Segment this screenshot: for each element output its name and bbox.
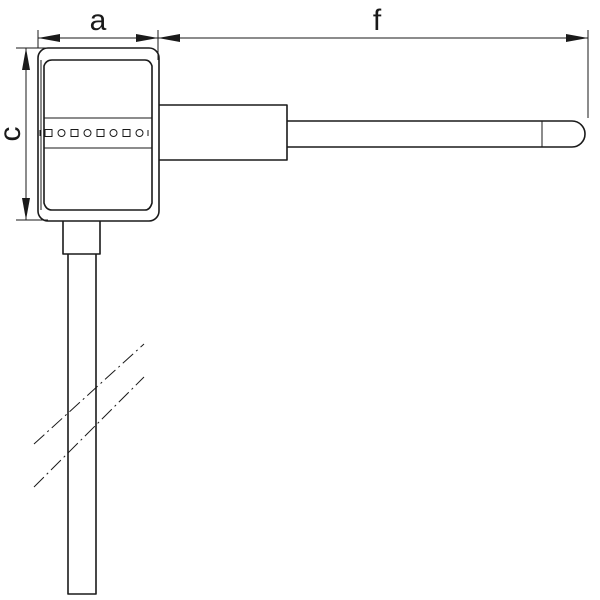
break-line-lower	[33, 376, 145, 488]
probe-rod	[287, 120, 586, 148]
housing-inner-contour	[43, 59, 153, 211]
sensor-housing	[37, 47, 160, 222]
arrowhead-f-left	[158, 34, 180, 42]
break-line-upper	[33, 343, 145, 445]
indicator-square	[96, 129, 105, 137]
length-break-symbol	[33, 343, 145, 488]
indicator-circle	[57, 129, 66, 137]
arrowhead-f-right	[566, 34, 588, 42]
dimension-f: f	[158, 4, 589, 118]
dimension-label-a: a	[90, 4, 107, 37]
indicator-square	[70, 129, 79, 137]
probe	[159, 104, 586, 161]
indicator-square	[122, 129, 131, 137]
dimension-a: a	[37, 4, 159, 60]
indicator-circle	[135, 129, 144, 137]
indicator-square	[44, 129, 53, 137]
housing-outer	[37, 47, 160, 222]
cable-assembly	[62, 221, 101, 595]
cable-gland	[62, 221, 101, 255]
arrowhead-c-top	[22, 48, 30, 70]
dimension-label-c: c	[0, 127, 27, 142]
dimension-c: c	[0, 47, 48, 221]
indicator-row	[39, 129, 149, 137]
arrowhead-c-bottom	[22, 198, 30, 220]
probe-sleeve	[159, 104, 288, 161]
dimension-label-f: f	[373, 4, 382, 37]
indicator-circle	[83, 129, 92, 137]
cable	[67, 254, 97, 595]
indicator-circle	[109, 129, 118, 137]
arrowhead-a-right	[136, 34, 158, 42]
arrowhead-a-left	[38, 34, 60, 42]
